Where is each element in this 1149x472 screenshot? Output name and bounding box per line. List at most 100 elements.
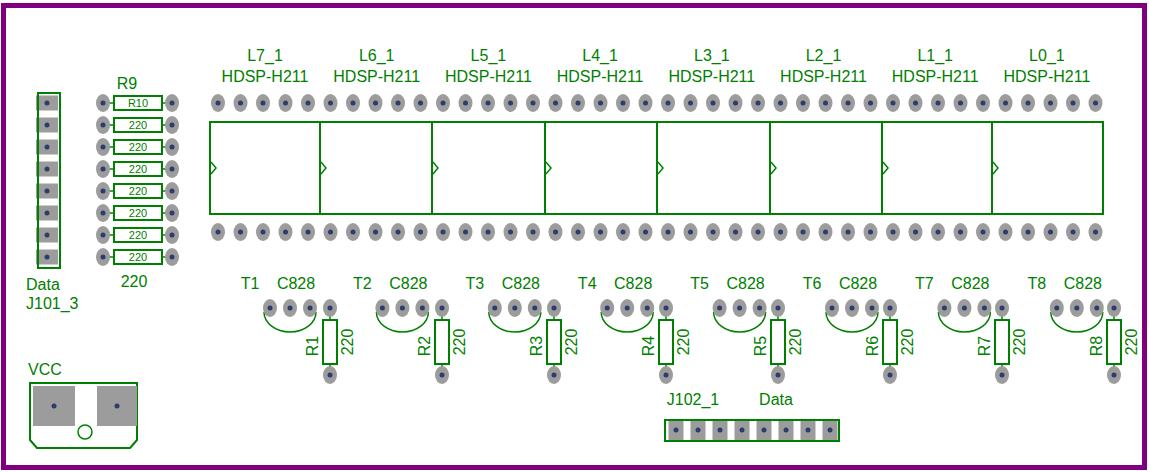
pad-hole: [283, 101, 288, 106]
pad: [301, 94, 315, 112]
pad: [954, 94, 968, 112]
pad-hole: [486, 101, 491, 106]
header-j102: [665, 419, 839, 441]
pad: [369, 94, 383, 112]
display-outline: [657, 122, 770, 214]
resistor-symbol: [323, 320, 337, 364]
part-value: C828: [614, 275, 652, 293]
connector-outline: [30, 383, 137, 448]
pad-hole: [888, 306, 893, 311]
resistor-symbol: [547, 320, 561, 364]
part-value: 220: [675, 329, 693, 356]
pad: [1070, 299, 1084, 317]
pad: [504, 223, 518, 241]
pad-hole: [870, 306, 875, 311]
pad: [256, 94, 270, 112]
connector-label: Data: [26, 276, 60, 294]
pad: [864, 223, 878, 241]
pad-hole: [306, 230, 311, 235]
pad-hole: [823, 230, 828, 235]
pad-hole: [718, 428, 723, 433]
pad-hole: [846, 230, 851, 235]
pad-hole: [1074, 306, 1079, 311]
pad: [33, 386, 75, 426]
pad-hole: [101, 167, 106, 172]
pad: [97, 386, 137, 426]
pad-hole: [717, 306, 722, 311]
pad: [165, 182, 179, 200]
pad: [211, 223, 225, 241]
part-value: 220: [129, 141, 147, 153]
pad: [36, 118, 58, 133]
pad: [36, 96, 58, 111]
resistor-symbol: [435, 320, 449, 364]
pad: [323, 299, 337, 317]
pad-hole: [440, 306, 445, 311]
board-outline: [4, 6, 1145, 468]
pad: [324, 223, 338, 241]
pad: [1050, 299, 1064, 317]
pad: [234, 94, 248, 112]
pad-hole: [674, 428, 679, 433]
pad-hole: [101, 255, 106, 260]
pad-hole: [463, 230, 468, 235]
pad-hole: [380, 306, 385, 311]
display-notch: [658, 162, 663, 174]
part-value: 220: [787, 329, 805, 356]
pad-hole: [420, 306, 425, 311]
part-value: C828: [502, 275, 540, 293]
pad: [96, 94, 110, 112]
pad-hole: [942, 306, 947, 311]
pad: [937, 299, 951, 317]
resistor-symbol: [659, 320, 673, 364]
pad-hole: [1026, 230, 1031, 235]
pad: [571, 223, 585, 241]
pad-hole: [778, 101, 783, 106]
part-value: HDSP-H211: [1003, 68, 1090, 86]
pad: [931, 223, 945, 241]
pad-hole: [1054, 306, 1059, 311]
part-value: HDSP-H211: [557, 68, 644, 86]
part-name: L5_1: [471, 47, 507, 65]
pad-hole: [776, 306, 781, 311]
pad-hole: [664, 306, 669, 311]
resistor-symbol: [995, 320, 1009, 364]
part-value: 220: [563, 329, 581, 356]
pad-hole: [400, 306, 405, 311]
pad: [733, 299, 747, 317]
pad-hole: [492, 306, 497, 311]
pad-hole: [1048, 230, 1053, 235]
display-notch: [771, 162, 776, 174]
pad-hole: [52, 404, 57, 409]
power-connector: [30, 383, 137, 448]
display-outline: [545, 122, 657, 214]
pad: [526, 94, 540, 112]
driver-group: [263, 299, 1121, 384]
pad-hole: [351, 230, 356, 235]
display-outline: [320, 122, 432, 214]
pad: [36, 184, 58, 199]
pad-hole: [328, 306, 333, 311]
part-name: R3: [528, 336, 546, 356]
pad: [96, 204, 110, 222]
part-name: T2: [353, 275, 372, 293]
pad: [774, 94, 788, 112]
pad: [395, 299, 409, 317]
pad: [845, 299, 859, 317]
pad: [391, 94, 405, 112]
pad-hole: [958, 101, 963, 106]
pad: [96, 138, 110, 156]
pad-hole: [552, 306, 557, 311]
pad: [1107, 299, 1121, 317]
pad: [1090, 299, 1104, 317]
pad: [976, 223, 990, 241]
pad: [801, 419, 816, 441]
pad: [436, 223, 450, 241]
display-notch: [433, 162, 438, 174]
pad-hole: [621, 101, 626, 106]
part-name: T6: [803, 275, 822, 293]
display-group: [210, 94, 1103, 241]
pad-hole: [170, 233, 175, 238]
pad: [165, 204, 179, 222]
pad: [435, 299, 449, 317]
